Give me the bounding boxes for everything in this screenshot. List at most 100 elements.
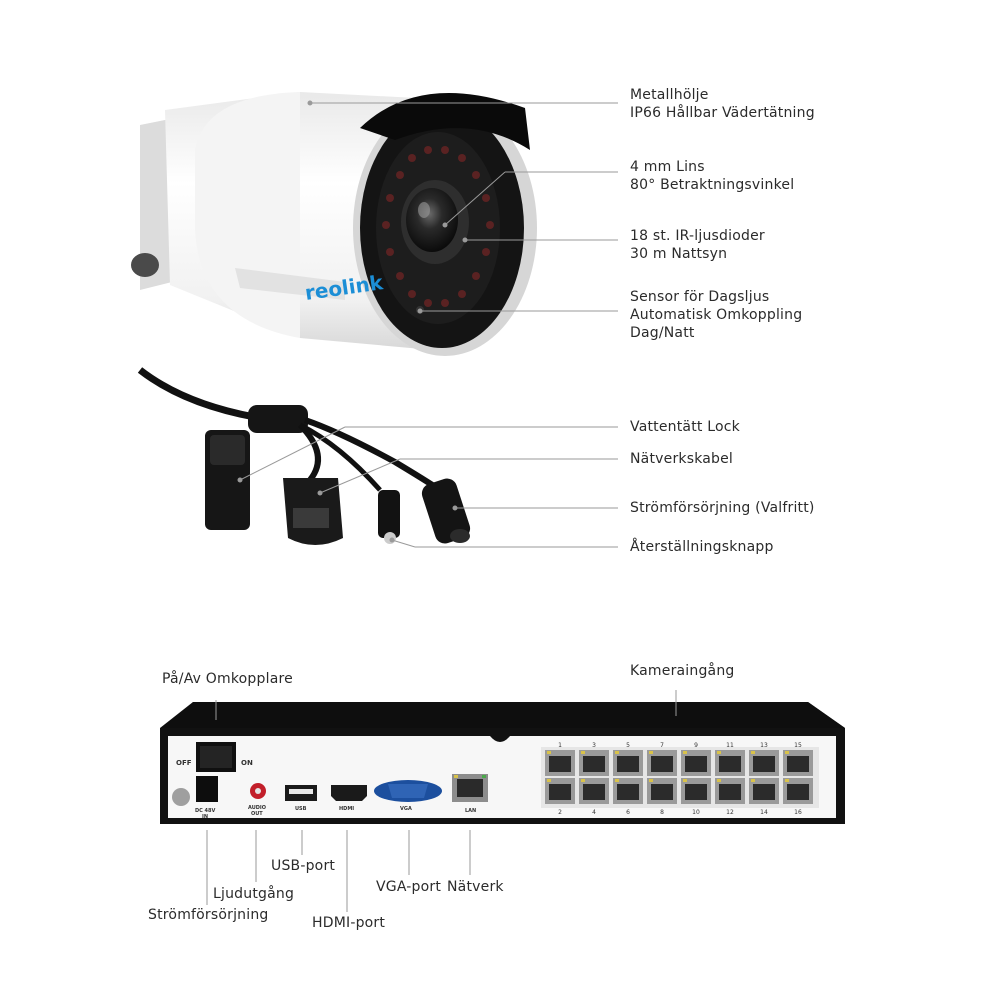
poe-ports xyxy=(545,750,813,804)
poe-port-led xyxy=(717,751,721,754)
poe-port-led xyxy=(751,751,755,754)
callout-network: Nätverk xyxy=(447,879,504,895)
dc-power-connector xyxy=(421,478,471,544)
audio-label: AUDIO xyxy=(248,805,266,811)
hdmi-port xyxy=(331,785,367,801)
callout-lens: 4 mm Lins 80° Betraktningsvinkel xyxy=(630,158,794,194)
callout-power: Strömförsörjning (Valfritt) xyxy=(630,499,815,517)
poe-port-socket xyxy=(685,784,707,800)
camera-leader-lines xyxy=(237,100,618,548)
poe-port-led xyxy=(581,779,585,782)
poe-port-number: 6 xyxy=(626,809,630,816)
poe-port-socket xyxy=(549,756,571,772)
poe-port-led xyxy=(581,751,585,754)
dc-in-label: IN xyxy=(202,814,208,820)
callout-housing: Metallhölje IP66 Hållbar Vädertätning xyxy=(630,86,815,122)
poe-port-led xyxy=(785,779,789,782)
poe-port-socket xyxy=(753,784,775,800)
off-label: OFF xyxy=(176,759,192,767)
poe-port-number: 1 xyxy=(558,742,562,749)
poe-port-number: 8 xyxy=(660,809,664,816)
poe-port-socket xyxy=(685,756,707,772)
poe-port-socket xyxy=(617,756,639,772)
callout-line: Nätverkskabel xyxy=(630,451,734,467)
usb-label: USB xyxy=(295,806,307,812)
poe-port-number: 12 xyxy=(726,809,734,816)
poe-port-number: 13 xyxy=(760,742,768,749)
poe-port-socket xyxy=(787,756,809,772)
poe-port-number: 2 xyxy=(558,809,562,816)
dc-label: DC 48V xyxy=(195,808,216,814)
poe-port-socket xyxy=(617,784,639,800)
poe-port-socket xyxy=(549,784,571,800)
poe-port-led xyxy=(785,751,789,754)
reset-connector xyxy=(378,490,400,538)
poe-port-socket xyxy=(719,784,741,800)
poe-port-number: 9 xyxy=(694,742,698,749)
poe-port-led xyxy=(649,751,653,754)
callout-line: Automatisk Omkoppling xyxy=(630,307,803,323)
callout-line: Återställningsknapp xyxy=(630,539,774,555)
callout-line: 4 mm Lins xyxy=(630,159,705,175)
poe-port-number: 15 xyxy=(794,742,802,749)
callout-ir: 18 st. IR-ljusdioder 30 m Nattsyn xyxy=(630,227,765,263)
poe-port-led xyxy=(615,779,619,782)
nvr-recorder: OFF ON DC 48V IN AUDIO OUT USB HDMI VGA xyxy=(160,702,845,824)
callout-dc-power: Strömförsörjning xyxy=(148,907,269,923)
callout-line: 30 m Nattsyn xyxy=(630,246,728,262)
poe-port-socket xyxy=(753,756,775,772)
poe-port-socket xyxy=(583,784,605,800)
callout-cap: Vattentätt Lock xyxy=(630,418,740,436)
vga-label: VGA xyxy=(400,806,412,812)
callout-sensor: Sensor för Dagsljus Automatisk Omkopplin… xyxy=(630,288,802,342)
callout-vga: VGA-port xyxy=(376,879,442,895)
callout-reset: Återställningsknapp xyxy=(630,538,774,556)
camera-cable-assembly xyxy=(137,367,471,545)
callout-line: Sensor för Dagsljus xyxy=(630,289,770,305)
poe-port-led xyxy=(751,779,755,782)
poe-port-led xyxy=(683,751,687,754)
callout-line: Metallhölje xyxy=(630,87,709,103)
lan-label: LAN xyxy=(465,808,476,814)
nvr-leader-lines xyxy=(206,690,677,912)
callout-usb: USB-port xyxy=(271,858,336,874)
callout-line: 18 st. IR-ljusdioder xyxy=(630,228,765,244)
poe-port-number: 10 xyxy=(692,809,700,816)
poe-port-number: 14 xyxy=(760,809,768,816)
poe-port-led xyxy=(649,779,653,782)
poe-port-led xyxy=(717,779,721,782)
bullet-camera: reolink xyxy=(131,92,537,356)
callout-line: Dag/Natt xyxy=(630,325,695,341)
poe-port-led xyxy=(683,779,687,782)
callout-line: Vattentätt Lock xyxy=(630,419,740,435)
audio-out-label: OUT xyxy=(251,811,263,817)
poe-port-socket xyxy=(719,756,741,772)
on-label: ON xyxy=(241,759,253,767)
poe-port-socket xyxy=(787,784,809,800)
callout-line: 80° Betraktningsvinkel xyxy=(630,177,795,193)
poe-port-number: 3 xyxy=(592,742,596,749)
callout-hdmi: HDMI-port xyxy=(312,915,386,931)
dc-jack xyxy=(196,776,218,802)
callout-camera-input: Kameraingång xyxy=(630,663,735,679)
poe-port-number: 5 xyxy=(626,742,630,749)
poe-port-led xyxy=(547,751,551,754)
poe-port-led xyxy=(547,779,551,782)
callout-line: IP66 Hållbar Vädertätning xyxy=(630,105,815,121)
poe-port-number: 16 xyxy=(794,809,802,816)
poe-port-socket xyxy=(651,756,673,772)
callout-audio: Ljudutgång xyxy=(213,886,295,902)
poe-port-led xyxy=(615,751,619,754)
callout-line: Strömförsörjning (Valfritt) xyxy=(630,500,815,516)
poe-port-numbers-bottom: 2 4 6 8 10 12 14 16 xyxy=(558,809,802,816)
poe-port-number: 11 xyxy=(726,742,734,749)
poe-port-number: 4 xyxy=(592,809,596,816)
poe-port-socket xyxy=(651,784,673,800)
ir-led-ring xyxy=(382,146,494,307)
poe-port-number: 7 xyxy=(660,742,664,749)
poe-port-socket xyxy=(583,756,605,772)
callout-netcable: Nätverkskabel xyxy=(630,450,733,468)
